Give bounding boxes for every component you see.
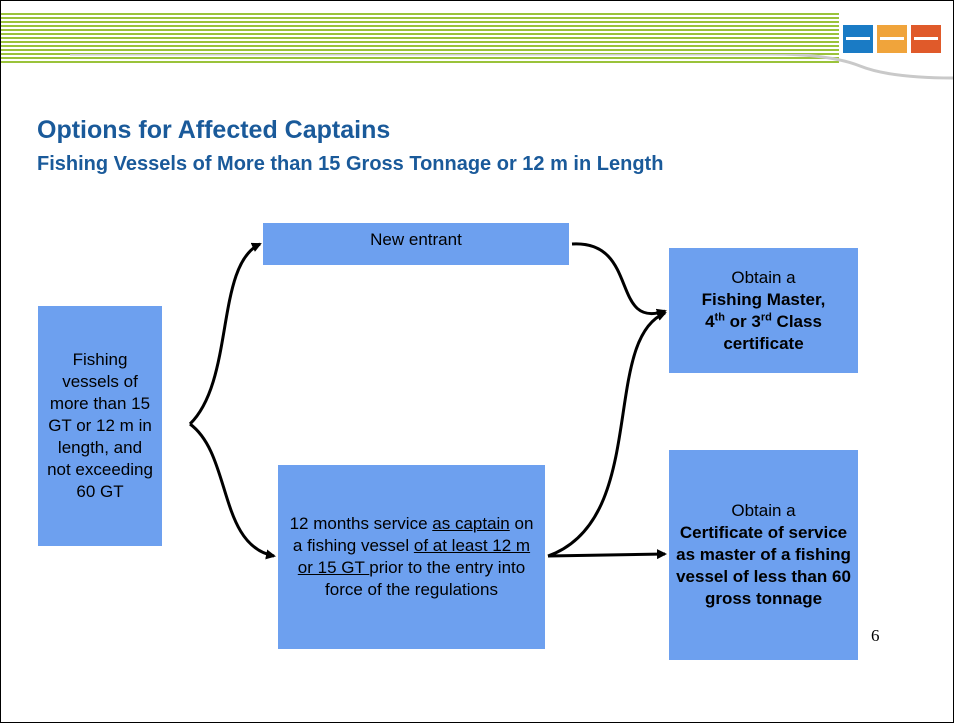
- fm-3-sup: rd: [760, 310, 772, 323]
- service-node-text: 12 months service as captain on a fishin…: [286, 513, 537, 601]
- header-swoosh: [70, 54, 953, 80]
- fishing-master-text: Obtain a Fishing Master, 4th or 3rd Clas…: [702, 267, 826, 355]
- new-entrant-node: New entrant: [263, 223, 569, 265]
- page-title: Options for Affected Captains: [37, 116, 391, 144]
- service-text-1: 12 months service: [289, 514, 433, 533]
- fishing-master-bold2: 4th or 3rd Class: [705, 310, 822, 331]
- air-mode-icon: [843, 25, 873, 53]
- certificate-service-bold: Certificate of service as master of a fi…: [676, 523, 851, 608]
- new-entrant-text: New entrant: [370, 230, 462, 249]
- fishing-master-node: Obtain a Fishing Master, 4th or 3rd Clas…: [669, 248, 858, 373]
- certificate-service-line1: Obtain a: [731, 501, 796, 520]
- marine-mode-icon: [877, 25, 907, 53]
- service-text-underlined-1: as captain: [432, 514, 510, 533]
- fm-4-sup: th: [714, 310, 725, 323]
- fishing-master-bold3: certificate: [723, 333, 804, 353]
- arrow-service-to-certificate: [547, 549, 667, 560]
- arrow-new-entrant-to-fishing-master: [571, 242, 667, 319]
- source-node: Fishing vessels of more than 15 GT or 12…: [38, 306, 162, 546]
- fishing-master-line1: Obtain a: [731, 267, 796, 287]
- transport-logo-icon: [839, 17, 954, 61]
- fm-or-3: or 3: [724, 311, 761, 331]
- header-band: [1, 13, 953, 71]
- arrow-source-to-service: [189, 422, 276, 560]
- page-subtitle: Fishing Vessels of More than 15 Gross To…: [37, 153, 664, 175]
- service-text-2: on a fishing vessel: [292, 514, 534, 555]
- service-text-3: prior to the entry into force of the reg…: [325, 558, 526, 599]
- arrow-service-to-fishing-master: [547, 311, 667, 558]
- service-text-underlined-2: of at least 12 m or 15 GT: [297, 536, 531, 577]
- fm-class: Class: [771, 311, 822, 331]
- service-node: 12 months service as captain on a fishin…: [278, 465, 545, 649]
- certificate-service-node: Obtain a Certificate of service as maste…: [669, 450, 858, 660]
- page-number: 6: [871, 626, 880, 645]
- certificate-service-text: Obtain a Certificate of service as maste…: [675, 500, 852, 610]
- source-node-text: Fishing vessels of more than 15 GT or 12…: [47, 350, 153, 501]
- fishing-master-bold1: Fishing Master,: [701, 289, 826, 309]
- header-stripes: [1, 13, 839, 65]
- fm-4: 4: [705, 311, 715, 331]
- rail-mode-icon: [911, 25, 941, 53]
- arrow-source-to-new-entrant: [188, 242, 262, 426]
